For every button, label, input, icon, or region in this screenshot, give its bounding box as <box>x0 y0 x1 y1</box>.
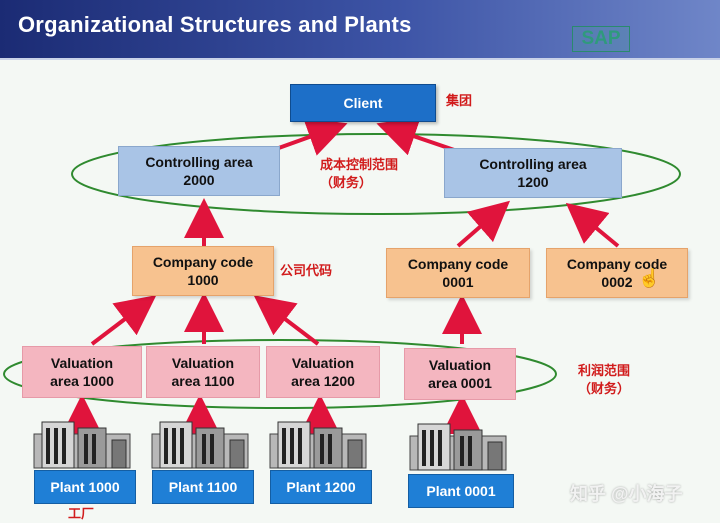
factory-icon-1200 <box>269 421 367 469</box>
company-code-annotation: 公司代码 <box>280 263 333 278</box>
client-annotation: 集团 <box>446 93 473 108</box>
factory-icon-1100 <box>151 421 249 469</box>
arrow-val1200-cc1000 <box>253 295 320 346</box>
valuation-area-0001-node: Valuation area 0001 <box>404 348 516 400</box>
plant-1200-node: Plant 1200 <box>270 470 372 504</box>
sap-logo: SAP <box>572 26 630 52</box>
watermark: 知乎 @小海子 <box>570 484 683 504</box>
controlling-area-2000-node: Controlling area 2000 <box>118 146 280 196</box>
arrow-val1000-cc1000 <box>90 295 157 346</box>
valuation-annotation: 利润范围 （财务） <box>578 363 631 396</box>
valuation-area-1000-node: Valuation area 1000 <box>22 346 142 398</box>
controlling-area-1200-node: Controlling area 1200 <box>444 148 622 198</box>
company-code-0002-node: Company code 0002 <box>546 248 688 298</box>
plant-1000-node: Plant 1000 <box>34 470 136 504</box>
slide-header: Organizational Structures and Plants SAP <box>0 0 720 58</box>
controlling-annotation: 成本控制范围 （财务） <box>320 157 399 190</box>
factory-icon-1000 <box>33 421 131 469</box>
plant-0001-node: Plant 0001 <box>408 474 514 508</box>
company-code-1000-node: Company code 1000 <box>132 246 274 296</box>
valuation-area-1200-node: Valuation area 1200 <box>266 346 380 398</box>
hand-cursor-icon: ☝ <box>638 268 661 288</box>
valuation-area-ellipse <box>3 339 557 409</box>
client-node: Client <box>290 84 436 122</box>
factory-icon-0001 <box>409 423 507 471</box>
controlling-area-ellipse <box>71 133 681 215</box>
company-code-0001-node: Company code 0001 <box>386 248 530 298</box>
arrow-cc0002-ctrl1200 <box>565 202 620 248</box>
valuation-area-1100-node: Valuation area 1100 <box>146 346 260 398</box>
plant-1100-node: Plant 1100 <box>152 470 254 504</box>
plant-annotation: 工厂 <box>68 506 95 521</box>
arrow-cc0001-ctrl1200 <box>456 200 511 248</box>
slide-title: Organizational Structures and Plants <box>18 12 412 37</box>
